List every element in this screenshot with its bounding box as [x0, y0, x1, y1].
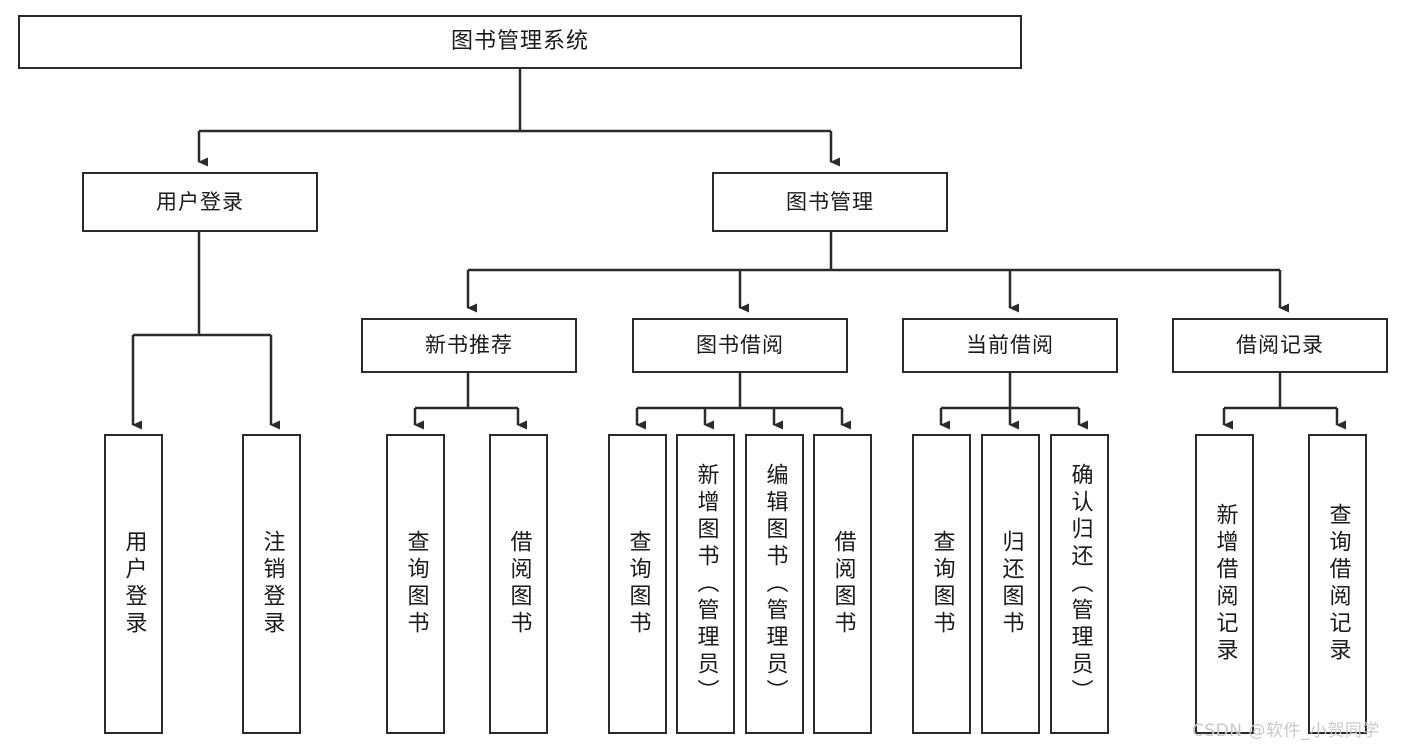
node-user-login-label: 用户登录 [156, 189, 244, 214]
node-leaf-confirm-return-admin[interactable]: 确认归还（管理员） [1050, 434, 1109, 734]
node-leaf-add-borrow-record[interactable]: 新增借阅记录 [1195, 434, 1254, 734]
node-leaf-add-book-admin[interactable]: 新增图书（管理员） [676, 434, 735, 734]
node-book-manage-label: 图书管理 [786, 189, 874, 214]
node-leaf-edit-book-admin-label: 编辑图书（管理员） [762, 462, 788, 706]
node-leaf-query-book-current[interactable]: 查询图书 [912, 434, 971, 734]
node-leaf-borrow-book-label: 借阅图书 [830, 530, 856, 638]
node-current-borrow[interactable]: 当前借阅 [902, 318, 1118, 373]
node-current-borrow-label: 当前借阅 [966, 333, 1054, 358]
node-leaf-edit-book-admin[interactable]: 编辑图书（管理员） [745, 434, 804, 734]
node-leaf-logout-label: 注销登录 [259, 530, 285, 638]
node-book-borrow-label: 图书借阅 [696, 333, 784, 358]
node-root-system-label: 图书管理系统 [450, 29, 589, 55]
node-leaf-user-login-label: 用户登录 [121, 530, 147, 638]
node-leaf-query-borrow-record-label: 查询借阅记录 [1325, 503, 1351, 665]
node-root-system[interactable]: 图书管理系统 [18, 15, 1022, 69]
csdn-watermark: CSDN @软件_小贺同学 [1192, 721, 1380, 741]
node-new-book-recommend-label: 新书推荐 [425, 333, 513, 358]
node-leaf-logout[interactable]: 注销登录 [242, 434, 301, 734]
node-leaf-query-book-recommend[interactable]: 查询图书 [386, 434, 445, 734]
node-book-manage[interactable]: 图书管理 [712, 172, 948, 232]
node-leaf-add-book-admin-label: 新增图书（管理员） [693, 462, 719, 706]
node-leaf-query-book-current-label: 查询图书 [929, 530, 955, 638]
node-leaf-borrow-book[interactable]: 借阅图书 [813, 434, 872, 734]
node-leaf-return-book[interactable]: 归还图书 [981, 434, 1040, 734]
node-borrow-record-label: 借阅记录 [1236, 333, 1324, 358]
node-leaf-confirm-return-admin-label: 确认归还（管理员） [1067, 462, 1093, 706]
node-leaf-query-book-borrow[interactable]: 查询图书 [608, 434, 667, 734]
node-leaf-user-login[interactable]: 用户登录 [104, 434, 163, 734]
node-leaf-query-book-borrow-label: 查询图书 [625, 530, 651, 638]
node-leaf-return-book-label: 归还图书 [998, 530, 1024, 638]
node-leaf-add-borrow-record-label: 新增借阅记录 [1212, 503, 1238, 665]
node-leaf-borrow-book-recommend[interactable]: 借阅图书 [489, 434, 548, 734]
node-leaf-borrow-book-recommend-label: 借阅图书 [506, 530, 532, 638]
node-leaf-query-book-recommend-label: 查询图书 [403, 530, 429, 638]
node-leaf-query-borrow-record[interactable]: 查询借阅记录 [1308, 434, 1367, 734]
node-user-login[interactable]: 用户登录 [82, 172, 318, 232]
node-book-borrow[interactable]: 图书借阅 [632, 318, 848, 373]
node-borrow-record[interactable]: 借阅记录 [1172, 318, 1388, 373]
node-new-book-recommend[interactable]: 新书推荐 [361, 318, 577, 373]
